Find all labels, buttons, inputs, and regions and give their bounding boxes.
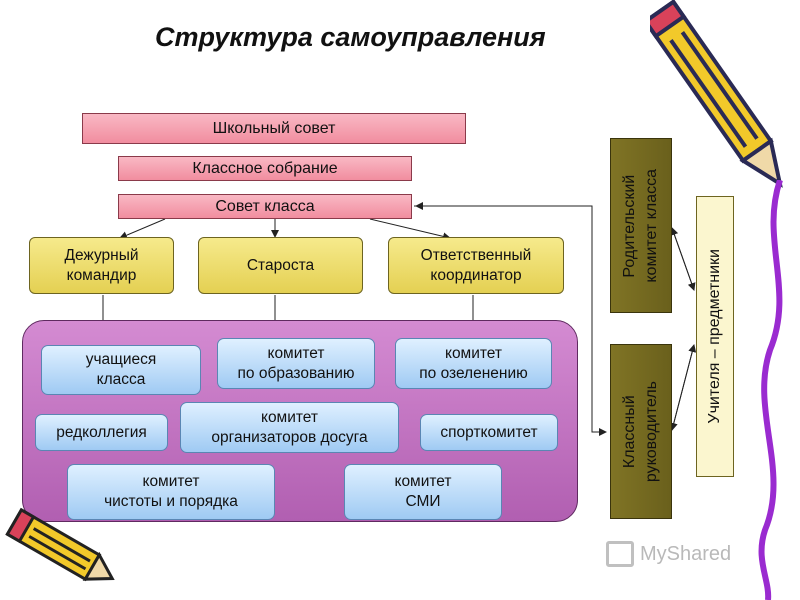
school-council-label: Школьный совет (212, 119, 336, 137)
class-meeting-box: Классное собрание (118, 156, 412, 181)
arrow-council-duty (119, 218, 166, 239)
pencil-bottom-left-icon (5, 507, 115, 582)
watermark-logo-icon (606, 541, 634, 567)
parent-committee-box: Родительский комитет класса (610, 138, 672, 313)
arrow-subject-teacher (669, 344, 695, 431)
arrow-subject-parent (670, 227, 695, 291)
school-council-box: Школьный совет (82, 113, 466, 144)
duty-commander-box: Дежурный командир (29, 237, 174, 294)
education-committee-box: комитет по образованию (217, 338, 375, 389)
subject-teachers-box: Учителя – предметники (696, 196, 734, 477)
greening-committee-box: комитет по озеленению (395, 338, 552, 389)
headman-box: Староста (198, 237, 363, 294)
watermark: MyShared (606, 536, 776, 572)
cleanliness-committee-box: комитет чистоты и порядка (67, 464, 275, 520)
class-teacher-label: Классный руководитель (621, 380, 660, 483)
leisure-committee-box: комитет организаторов досуга (180, 402, 399, 453)
arrow-council-coordinator (369, 218, 451, 241)
editorial-board-box: редколлегия (35, 414, 168, 451)
students-box: учащиеся класса (41, 345, 201, 395)
subject-teachers-label: Учителя – предметники (706, 249, 723, 424)
page-title: Структура самоуправления (155, 22, 546, 52)
watermark-text: MyShared (640, 542, 732, 565)
squiggle-line-icon (758, 180, 783, 600)
class-council-label: Совет класса (215, 197, 315, 215)
pencil-top-right-icon (650, 0, 783, 188)
media-committee-box: комитет СМИ (344, 464, 502, 520)
coordinator-box: Ответственный координатор (388, 237, 564, 294)
class-meeting-label: Классное собрание (192, 159, 338, 177)
sports-committee-box: спорткомитет (420, 414, 558, 451)
class-council-box: Совет класса (118, 194, 412, 219)
class-teacher-box: Классный руководитель (610, 344, 672, 519)
